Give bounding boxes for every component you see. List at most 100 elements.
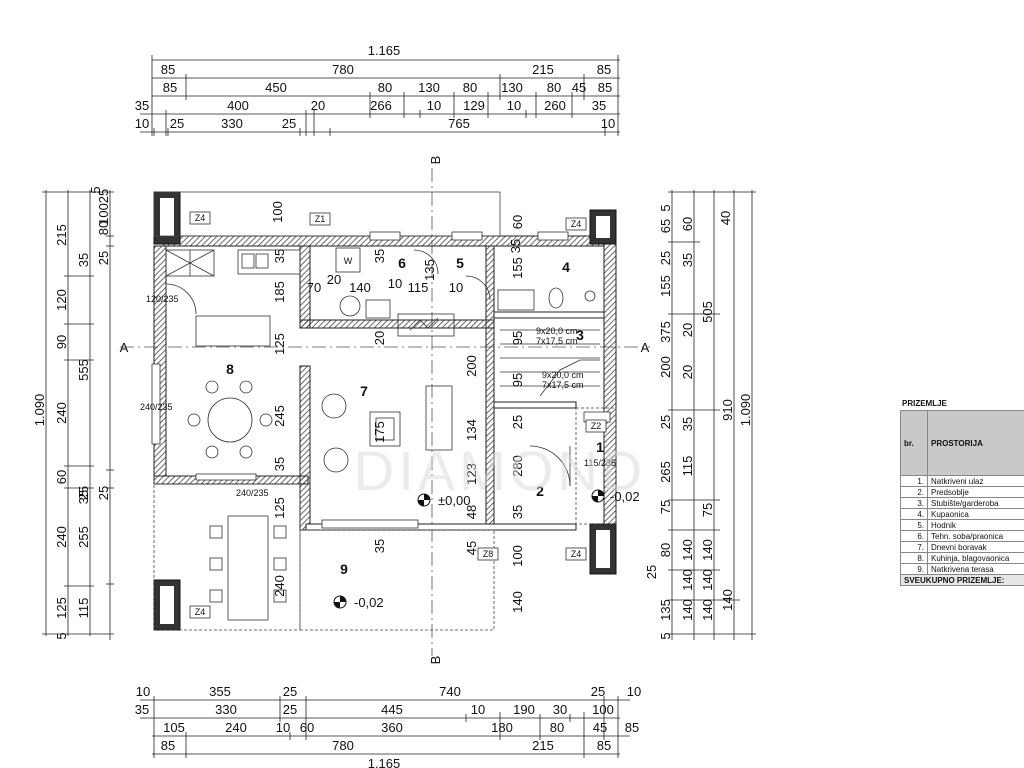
dim-label: 910 bbox=[720, 399, 735, 421]
door-swing bbox=[465, 275, 491, 301]
dim-label: 355 bbox=[209, 684, 231, 699]
dim-label: 75 bbox=[700, 503, 715, 517]
dim-label: 25 bbox=[283, 684, 297, 699]
room-numbers: 1 2 3 4 5 6 7 8 9 bbox=[226, 255, 604, 577]
dim-label: 25 bbox=[282, 116, 296, 131]
bottom-total-dim: 1.165 bbox=[368, 756, 401, 768]
element-tags: Z4 Z4 Z4 Z4 Z1 Z2 Z8 W bbox=[189, 211, 607, 619]
room-number-2: 2 bbox=[536, 483, 544, 499]
section-lines bbox=[120, 168, 650, 656]
table-row: 9.Natkrivena terasa bbox=[900, 563, 1024, 575]
dim-label: 65 bbox=[658, 219, 673, 233]
dim-label: 10 bbox=[627, 684, 641, 699]
dim-label: 45 bbox=[593, 720, 607, 735]
dim-label: 330 bbox=[215, 702, 237, 717]
dim-label: 60 bbox=[510, 215, 525, 229]
room-number-1: 1 bbox=[596, 439, 604, 455]
terrace-table bbox=[227, 515, 269, 621]
dim-label: 5 bbox=[54, 632, 69, 639]
stair-note: 7x17,5 cm bbox=[542, 380, 584, 390]
room-number-7: 7 bbox=[360, 383, 368, 399]
stair-note: 9x20,0 cm bbox=[536, 326, 578, 336]
tag-z4: Z4 bbox=[195, 607, 206, 617]
washing-machine bbox=[335, 247, 361, 273]
dim-label: 140 bbox=[700, 599, 715, 621]
dim-label: 80 bbox=[463, 80, 477, 95]
washing-machine-label: W bbox=[344, 256, 353, 266]
table-row: 6.Tehn. soba/praonica bbox=[900, 530, 1024, 542]
watermark-text: DIAMOND bbox=[354, 439, 646, 502]
bottom-dimension-chains bbox=[140, 696, 630, 758]
dim-label: 20 bbox=[680, 323, 695, 337]
room-name: Dnevni boravak bbox=[927, 541, 1024, 553]
dim-label: 5 bbox=[658, 632, 673, 639]
dim-label: 35 bbox=[135, 702, 149, 717]
top-dimension-chains bbox=[140, 55, 620, 136]
room-no: 1. bbox=[900, 475, 928, 487]
sofa bbox=[425, 385, 453, 451]
dim-label: 80 bbox=[96, 221, 111, 235]
dim-label: 10 bbox=[449, 280, 463, 295]
dim-label: 450 bbox=[265, 80, 287, 95]
dim-label: 35 bbox=[372, 539, 387, 553]
tag-z1: Z1 bbox=[315, 214, 326, 224]
dim-label: 85 bbox=[597, 738, 611, 753]
section-mark-a-right: A bbox=[641, 340, 650, 355]
dim-label: 330 bbox=[221, 116, 243, 131]
section-mark-a-left: A bbox=[120, 340, 129, 355]
dim-label: 25 bbox=[96, 486, 111, 500]
dim-label: 105 bbox=[163, 720, 185, 735]
dim-label: 120 bbox=[54, 289, 69, 311]
dim-label: 240 bbox=[272, 575, 287, 597]
dim-label: 25 bbox=[658, 251, 673, 265]
dim-label: 115 bbox=[408, 280, 429, 295]
table-row: 8.Kuhinja, blagovaonica bbox=[900, 552, 1024, 564]
dim-label: 155 bbox=[658, 275, 673, 297]
dim-label: 80 bbox=[378, 80, 392, 95]
dim-label: 266 bbox=[370, 98, 392, 113]
room-number-9: 9 bbox=[340, 561, 348, 577]
room-number-5: 5 bbox=[456, 255, 464, 271]
dim-label: 125 bbox=[54, 597, 69, 619]
dim-label: 740 bbox=[439, 684, 461, 699]
room-no: 6. bbox=[900, 530, 928, 542]
dim-label: 80 bbox=[550, 720, 564, 735]
stair-note: 9x20,0 cm bbox=[542, 370, 584, 380]
dim-label: 60 bbox=[54, 470, 69, 484]
tag-z4: Z4 bbox=[195, 213, 206, 223]
dim-label: 123 bbox=[464, 463, 479, 485]
legend-col-room: PROSTORIJA bbox=[927, 410, 1024, 476]
dim-label: 140 bbox=[720, 589, 735, 611]
dim-label: 140 bbox=[700, 569, 715, 591]
opening-note: 240/235 bbox=[236, 488, 269, 498]
dim-label: 95 bbox=[510, 373, 525, 387]
dim-label: 780 bbox=[332, 738, 354, 753]
level-main: ±0,00 bbox=[438, 493, 470, 508]
dim-label: 10 bbox=[427, 98, 441, 113]
dim-label: 115 bbox=[680, 456, 695, 477]
dim-label: 35 bbox=[372, 249, 387, 263]
room-no: 5. bbox=[900, 519, 928, 531]
dim-label: 240 bbox=[225, 720, 247, 735]
dim-label: 20 bbox=[680, 365, 695, 379]
sink-counter bbox=[237, 249, 301, 275]
dim-label: 175 bbox=[372, 421, 387, 443]
dim-label: 445 bbox=[381, 702, 403, 717]
dim-label: 260 bbox=[544, 98, 566, 113]
dim-label: 35 bbox=[680, 253, 695, 267]
dim-label: 180 bbox=[491, 720, 513, 735]
dim-label: 555 bbox=[76, 359, 91, 381]
room-name: Hodnik bbox=[927, 519, 1024, 531]
room-name: Kuhinja, blagovaonica bbox=[927, 552, 1024, 564]
section-mark-b-bottom: B bbox=[428, 656, 443, 665]
dim-label: 45 bbox=[464, 541, 479, 555]
dim-label: 780 bbox=[332, 62, 354, 77]
building-walls bbox=[153, 191, 617, 631]
room-no: 7. bbox=[900, 541, 928, 553]
toilet bbox=[548, 287, 564, 309]
dim-label: 185 bbox=[272, 281, 287, 303]
level-entry: -0,02 bbox=[610, 489, 640, 504]
legend-total-row: SVEUKUPNO PRIZEMLJE: bbox=[900, 574, 1024, 586]
dim-label: 200 bbox=[464, 355, 479, 377]
